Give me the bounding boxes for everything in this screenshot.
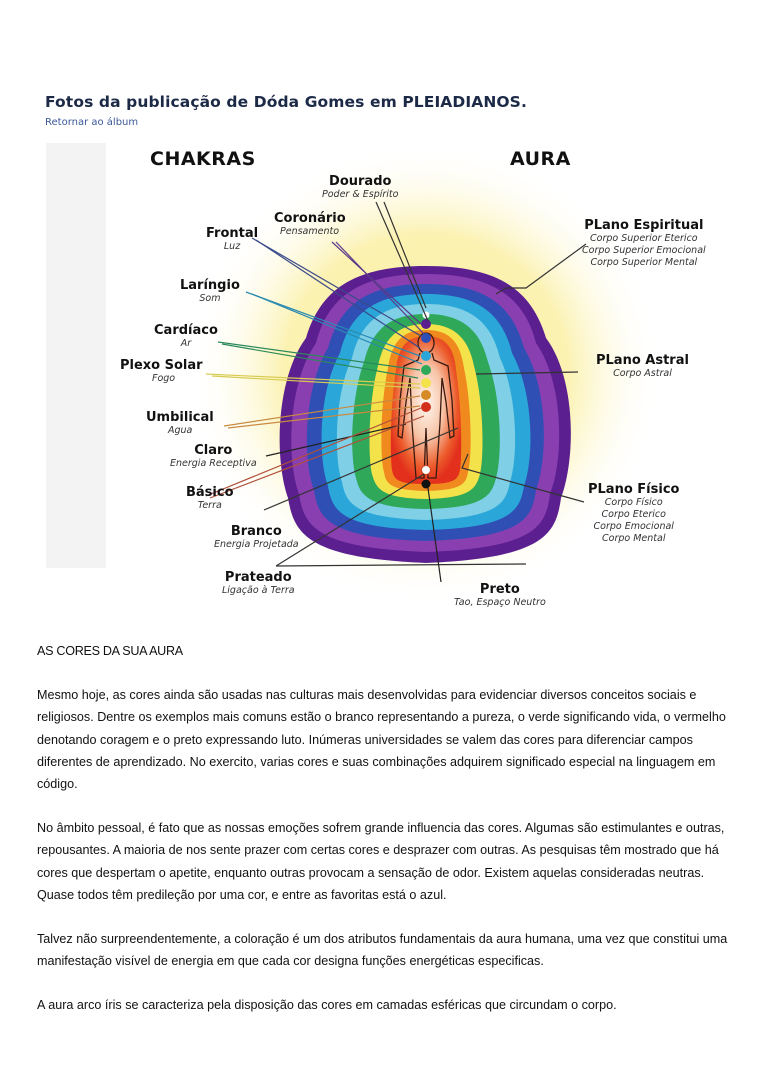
back-to-album-link[interactable]: Retornar ao álbum xyxy=(45,117,139,128)
article-body: AS CORES DA SUA AURA Mesmo hoje, as core… xyxy=(37,640,737,1039)
chakra-label-branco: Branco Energia Projetada xyxy=(214,524,299,550)
side-panel xyxy=(46,143,106,568)
aura-label-plano-astral: PLano Astral Corpo Astral xyxy=(596,353,689,379)
chakra-label-prateado: Prateado Ligação à Terra xyxy=(222,570,295,596)
paragraph: Mesmo hoje, as cores ainda são usadas na… xyxy=(37,688,726,792)
chakra-aura-diagram: CHAKRAS AURA Dourado Poder & Espírito Co… xyxy=(106,138,746,616)
chakra-label-frontal: Frontal Luz xyxy=(206,226,259,252)
chakra-label-plexo-solar: Plexo Solar Fogo xyxy=(120,358,203,384)
aura-illustration xyxy=(191,143,661,603)
chakra-label-cardiaco: Cardíaco Ar xyxy=(154,323,218,349)
page-title: Fotos da publicação de Dóda Gomes em PLE… xyxy=(45,93,527,111)
aura-label-plano-espiritual: PLano Espiritual Corpo Superior Eterico … xyxy=(582,218,706,268)
chakra-label-coronario: Coronário Pensamento xyxy=(274,211,346,237)
aura-label-plano-fisico: PLano Físico Corpo Físico Corpo Eterico … xyxy=(588,482,680,544)
paragraph: No âmbito pessoal, é fato que as nossas … xyxy=(37,821,725,902)
aura-heading: AURA xyxy=(510,148,571,170)
paragraph: A aura arco íris se caracteriza pela dis… xyxy=(37,998,617,1013)
paragraph: Talvez não surpreendentemente, a coloraç… xyxy=(37,932,728,969)
article-heading: AS CORES DA SUA AURA xyxy=(37,644,183,658)
chakra-label-claro: Claro Energia Receptiva xyxy=(170,443,257,469)
chakras-heading: CHAKRAS xyxy=(150,148,256,170)
chakra-label-basico: Básico Terra xyxy=(186,485,234,511)
chakra-label-laringio: Laríngio Som xyxy=(180,278,240,304)
chakra-label-umbilical: Umbilical Agua xyxy=(146,410,214,436)
photo-post-header: Fotos da publicação de Dóda Gomes em PLE… xyxy=(45,93,527,128)
chakra-label-dourado: Dourado Poder & Espírito xyxy=(322,174,399,200)
chakra-label-preto: Preto Tao, Espaço Neutro xyxy=(454,582,546,608)
